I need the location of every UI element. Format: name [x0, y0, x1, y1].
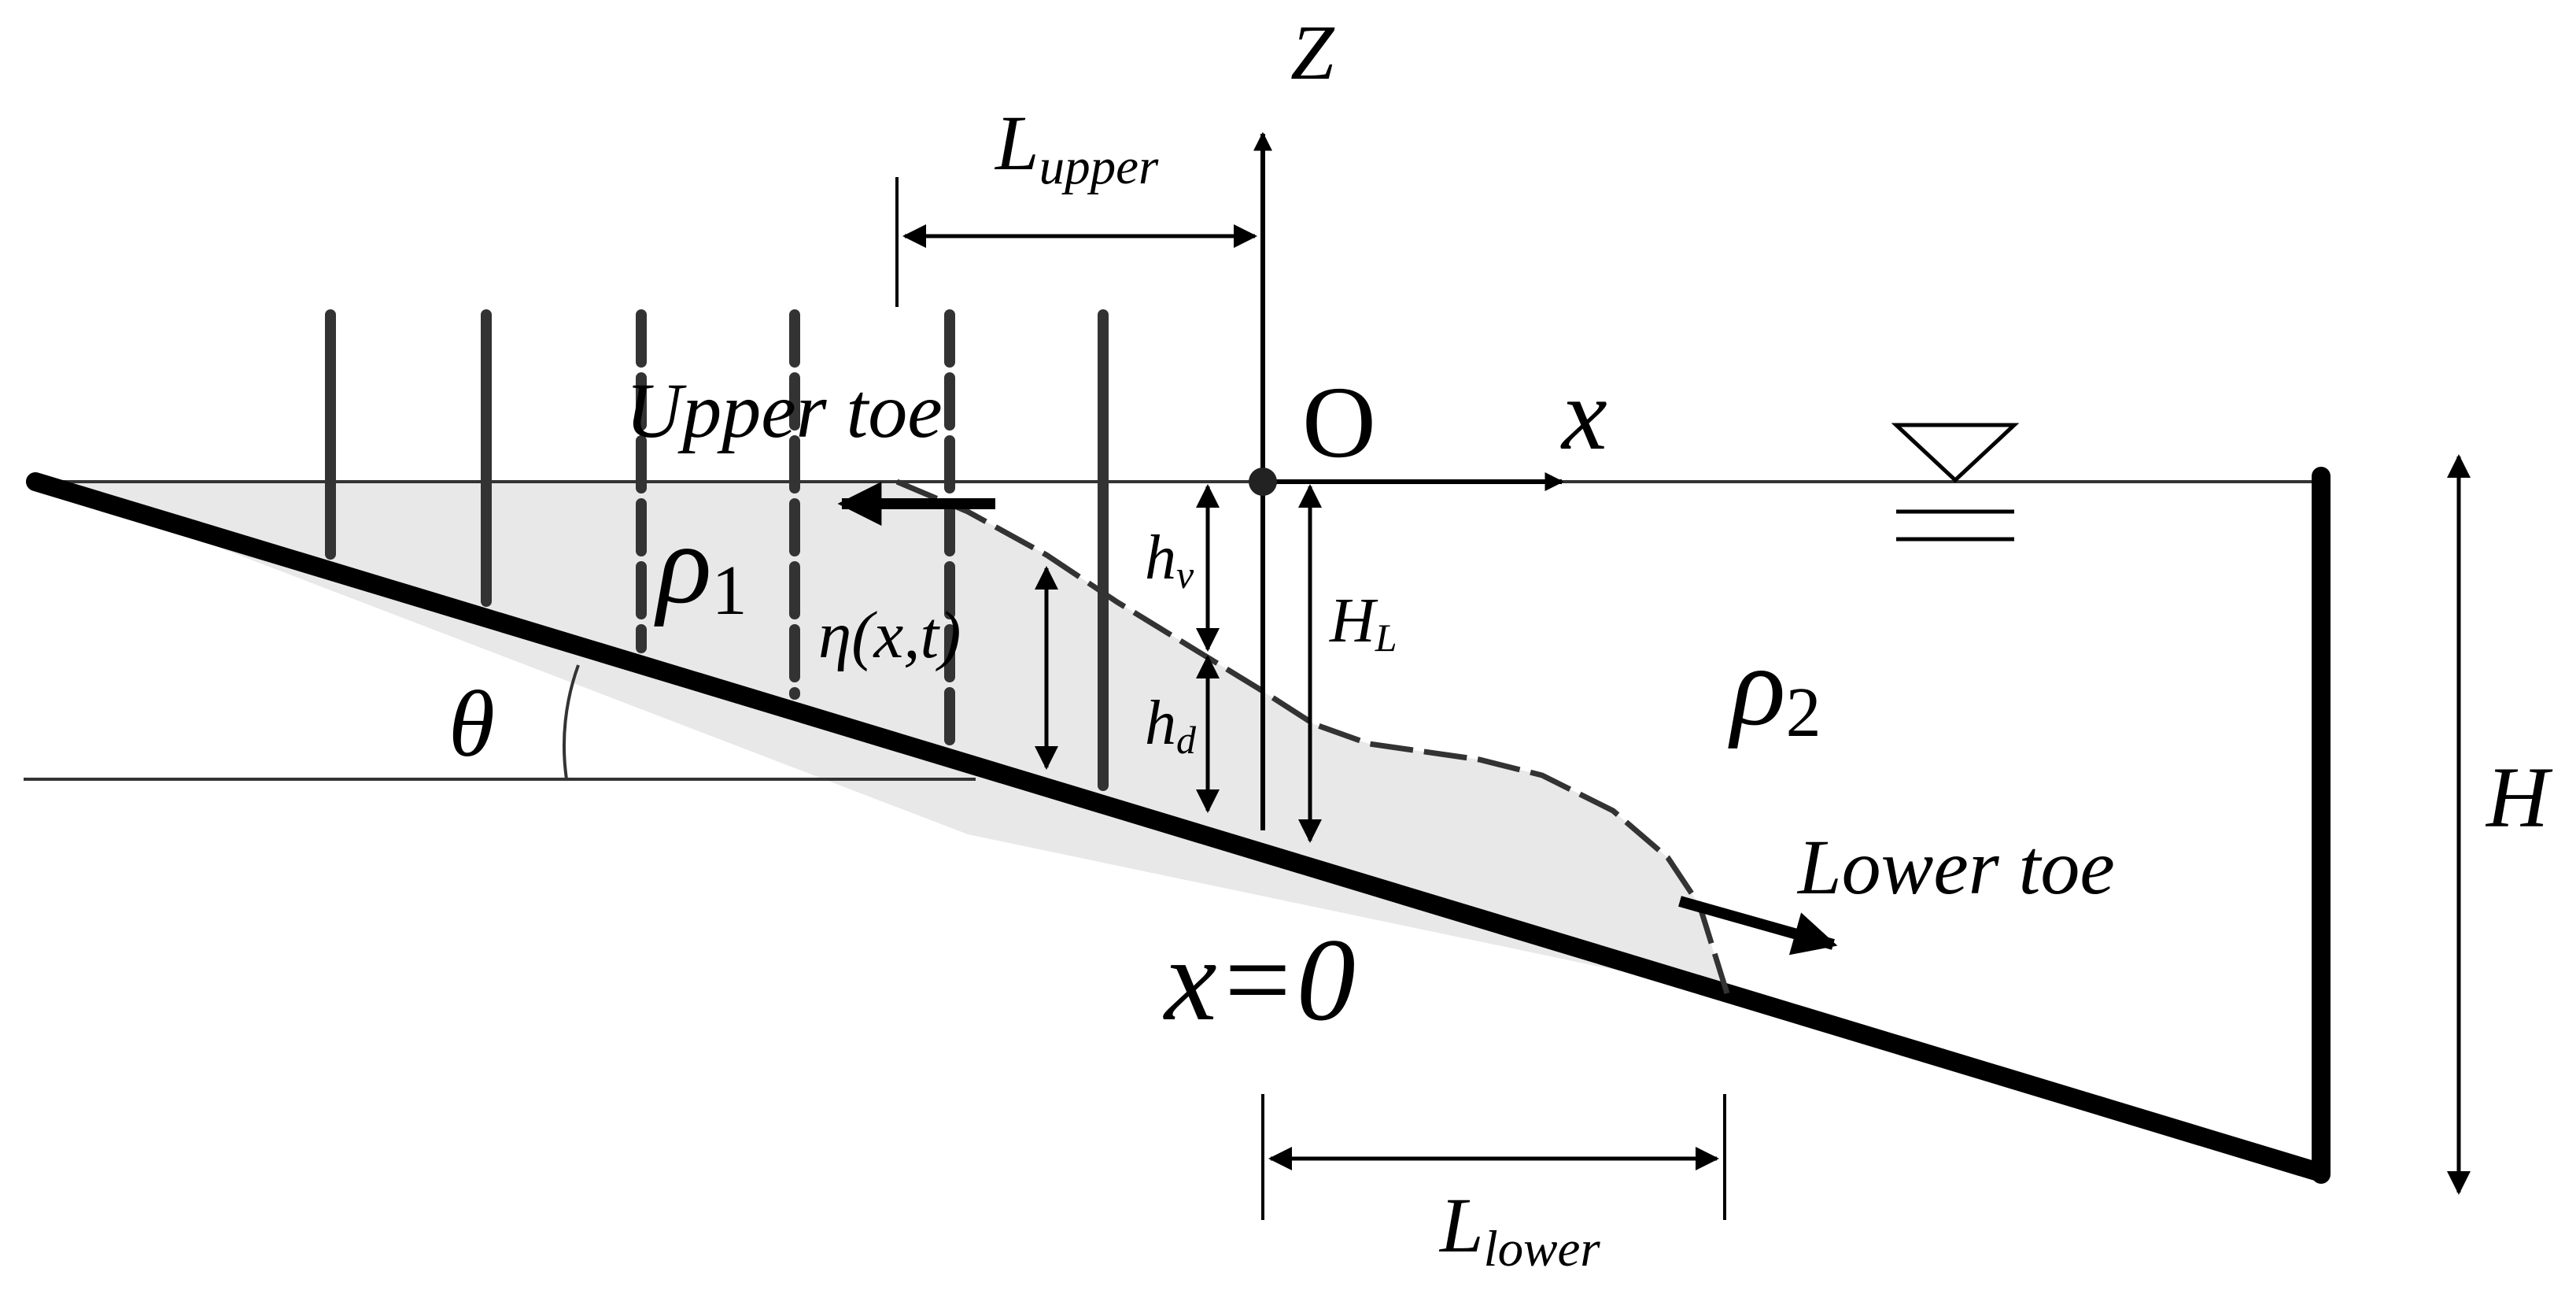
eta-label: η(x,t) — [818, 598, 961, 672]
lower-toe-arrow — [1678, 896, 1838, 956]
water-level-icon — [1891, 423, 2020, 542]
hl-label: HL — [1329, 586, 1397, 660]
lower-toe-label: Lower toe — [1796, 823, 2115, 911]
l-lower-label: Llower — [1438, 1181, 1600, 1277]
theta-arc — [562, 664, 580, 780]
hd-label: hd — [1145, 689, 1197, 762]
x-axis-label: x — [1560, 358, 1607, 471]
h-total-label: H — [2485, 749, 2553, 845]
current-interface — [895, 479, 1730, 995]
theta-label: θ — [448, 671, 495, 776]
l-upper-label: Lupper — [994, 99, 1159, 195]
upper-toe-label: Upper toe — [626, 367, 943, 454]
hv-label: hv — [1145, 523, 1194, 597]
origin-dot — [1249, 468, 1277, 496]
x-zero-label: x=0 — [1163, 915, 1356, 1045]
rho2-label: ρ2 — [1728, 623, 1821, 752]
rho1-label: ρ1 — [654, 501, 747, 630]
z-axis-label: Z — [1290, 9, 1335, 96]
origin-label: O — [1302, 366, 1376, 479]
gauges — [325, 309, 1109, 791]
sloping-bed — [26, 472, 2331, 1182]
